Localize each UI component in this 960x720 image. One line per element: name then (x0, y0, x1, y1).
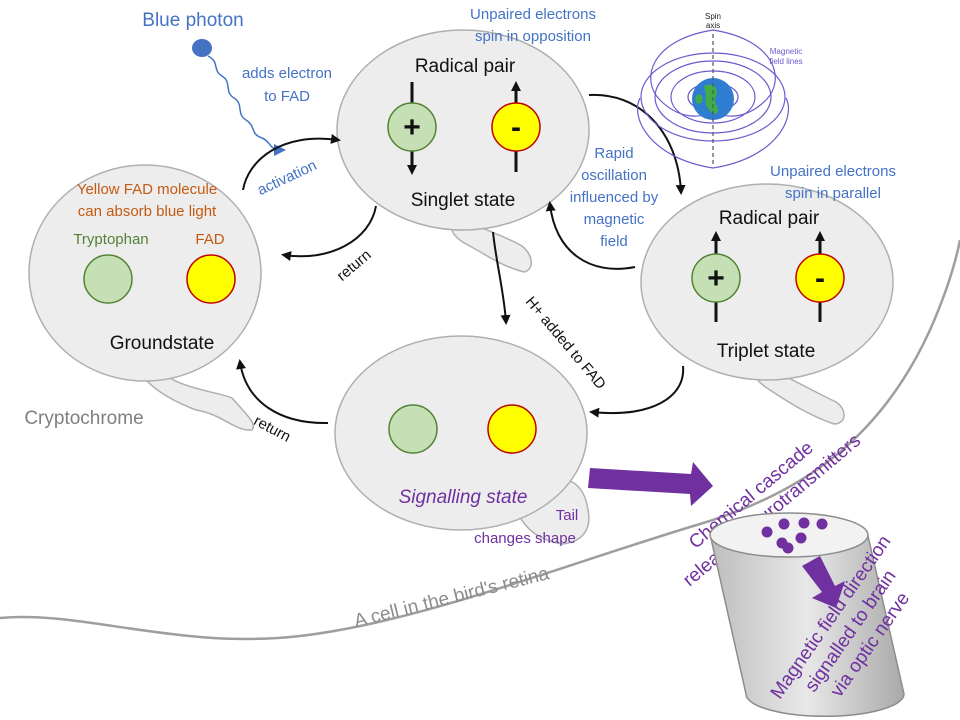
triplet-cryptochrome: Radical pair + - Triplet state (640, 183, 894, 425)
return-arrow-bottom (236, 359, 329, 425)
tail-text-2: changes shape (474, 530, 576, 547)
earth-field-text-2: field lines (769, 57, 802, 66)
neurotransmitter-dot (761, 526, 773, 538)
neurotransmitter-dot (798, 517, 810, 529)
fad-radical-singlet (491, 102, 541, 152)
yellow-fad-text-2: can absorb blue light (78, 203, 217, 220)
earth-spin-axis-text-1: Spin (705, 12, 721, 21)
earth-field-text-1: Magnetic (770, 47, 802, 56)
yellow-fad-text-1: Yellow FAD molecule (77, 181, 217, 198)
unpaired-opposition-text-2: spin in opposition (475, 28, 591, 45)
triplet-to-signalling-arrow (589, 365, 685, 418)
tryptophan-signalling (388, 404, 438, 454)
to-singlet-arrow (545, 201, 636, 270)
radical-pair-singlet-label: Radical pair (415, 56, 516, 77)
rapid-text-5: field (600, 233, 628, 250)
singlet-body (336, 29, 590, 231)
fad-label: FAD (195, 231, 224, 248)
tryptophan-molecule (83, 254, 133, 304)
tryptophan-radical-triplet (691, 253, 741, 303)
singlet-cryptochrome: Radical pair + - Singlet state (336, 29, 590, 273)
minus-sign-singlet: - (511, 111, 521, 144)
blue-photon (192, 39, 286, 156)
fad-signalling (487, 404, 537, 454)
unpaired-opposition-text-1: Unpaired electrons (470, 6, 596, 23)
groundstate-body (28, 164, 262, 382)
cascade-arrow (588, 462, 713, 506)
to-triplet-arrow (588, 93, 686, 195)
neurotransmitter-dot (782, 542, 794, 554)
photon-wave (207, 55, 286, 156)
rapid-text-2: oscillation (581, 167, 647, 184)
blue-photon-label: Blue photon (142, 10, 243, 31)
rapid-text-4: magnetic (584, 211, 645, 228)
tryptophan-radical-singlet (387, 102, 437, 152)
groundstate-tail (139, 363, 255, 431)
earth-magnetic-field-icon: Spin axis Magnetic field lines (636, 12, 803, 169)
groundstate-label: Groundstate (110, 333, 215, 354)
activation-arrow (242, 134, 341, 191)
adds-electron-text-1: adds electron (242, 65, 332, 82)
adds-electron-text-2: to FAD (264, 88, 310, 105)
minus-sign-triplet: - (815, 262, 825, 295)
fad-molecule (186, 254, 236, 304)
signalling-state-label: Signalling state (399, 487, 528, 508)
triplet-state-label: Triplet state (717, 341, 816, 362)
unpaired-parallel-text-2: spin in parallel (785, 185, 881, 202)
plus-sign-triplet: + (707, 262, 725, 295)
singlet-state-label: Singlet state (411, 190, 516, 211)
triplet-body (640, 183, 894, 381)
neurotransmitter-dot (816, 518, 828, 530)
activation-label: activation (255, 157, 320, 199)
return-arrow-top (281, 205, 377, 261)
photon-icon (192, 39, 212, 57)
retina-cell-label: A cell in the bird's retina (352, 563, 552, 632)
rapid-text-3: influenced by (570, 189, 659, 206)
tail-text-1: Tail (556, 507, 579, 524)
return-label-top: return (334, 246, 375, 284)
signal-down-arrow (802, 556, 845, 608)
h-added-arrow (492, 231, 511, 325)
neurotransmitter-dot (778, 518, 790, 530)
plus-sign-singlet: + (403, 111, 421, 144)
signalling-cryptochrome: Signalling state (334, 335, 590, 545)
cryptochrome-label: Cryptochrome (24, 408, 143, 429)
unpaired-parallel-text-1: Unpaired electrons (770, 163, 896, 180)
tryptophan-label: Tryptophan (73, 231, 148, 248)
rapid-text-1: Rapid (594, 145, 633, 162)
retina-cell-cylinder-icon (709, 512, 905, 718)
fad-radical-triplet (795, 253, 845, 303)
neurotransmitter-dot (795, 532, 807, 544)
groundstate-cryptochrome: Yellow FAD molecule can absorb blue ligh… (28, 164, 262, 431)
retina-cell-outline (0, 239, 960, 641)
signalling-body (334, 335, 588, 531)
earth-spin-axis-text-2: axis (706, 21, 720, 30)
radical-pair-triplet-label: Radical pair (719, 208, 820, 229)
